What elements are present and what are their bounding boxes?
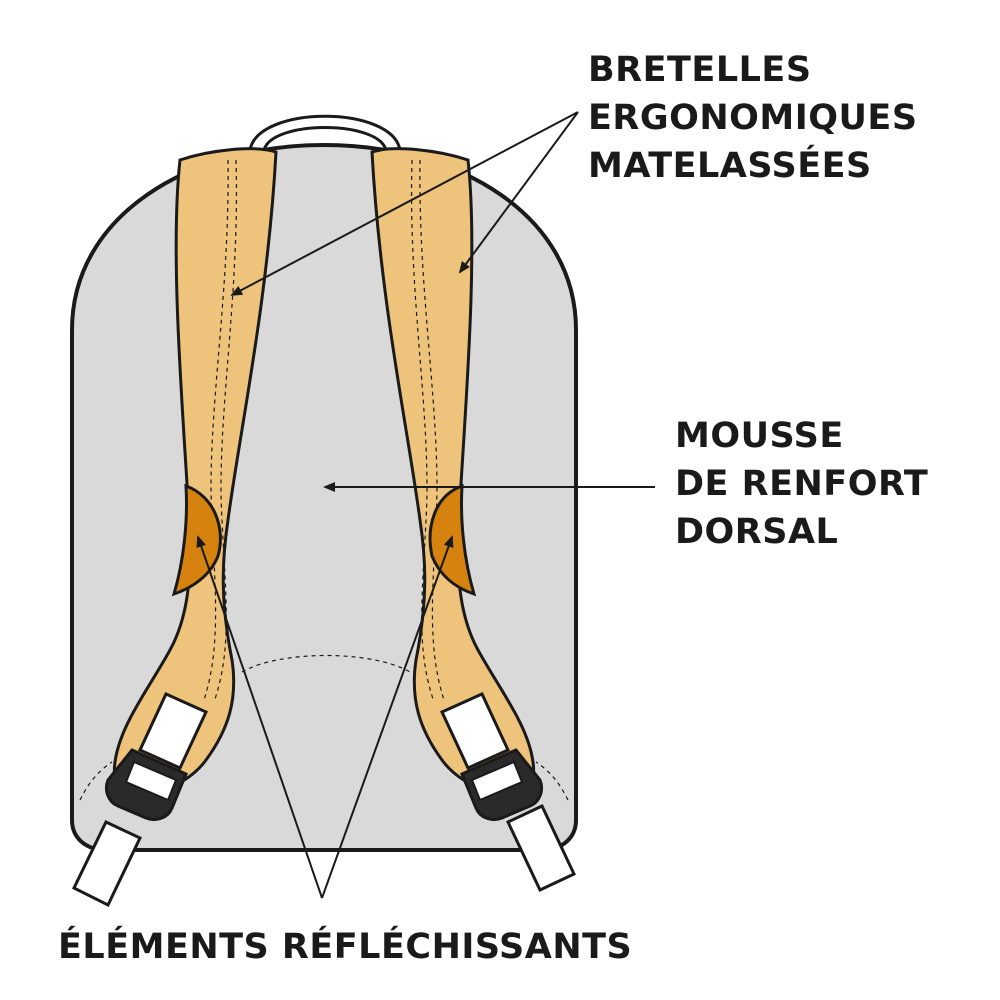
callout-straps-right [458,111,579,274]
right-buckle [460,748,544,822]
label-padded-straps-line-2: ERGONOMIQUES [588,98,918,138]
body-seam-arc [241,654,411,673]
right-webbing-lower [506,804,576,892]
label-padded-straps-line-1: BRETELLES [588,50,812,90]
left-webbing-upper [138,692,208,770]
label-reflective-elements-line-1: ÉLÉMENTS RÉFLÉCHISSANTS [58,927,633,967]
right-strap-stitch-2 [410,159,435,703]
left-buckle [104,748,188,822]
right-strap-stitch-1 [419,159,445,701]
label-reflective-elements: ÉLÉMENTS RÉFLÉCHISSANTS [58,922,632,972]
callout-reflective-right [321,535,454,899]
label-padded-straps-line-3: MATELASSÉES [588,146,872,186]
right-webbing-upper [440,692,510,770]
label-padded-straps: BRETELLES ERGONOMIQUES MATELASSÉES [588,46,918,190]
label-back-foam: MOUSSE DE RENFORT DORSAL [675,412,928,556]
label-back-foam-line-3: DORSAL [675,512,839,552]
callout-reflective-left [196,535,323,899]
label-back-foam-line-2: DE RENFORT [675,464,929,504]
label-back-foam-line-1: MOUSSE [675,416,844,456]
callout-straps-left [230,111,579,296]
left-webbing-lower [72,820,143,908]
left-strap-stitch-2 [213,159,238,703]
left-strap-stitch-1 [203,159,229,701]
